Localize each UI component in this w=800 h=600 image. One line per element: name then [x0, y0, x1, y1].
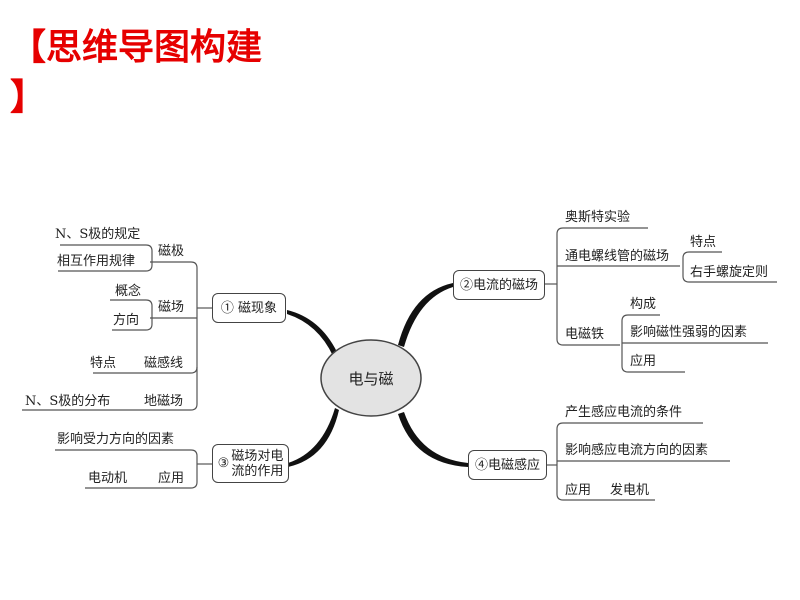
field-direction: 方向	[113, 313, 140, 328]
oersted-experiment: 奥斯特实验	[565, 210, 631, 225]
pole-rule: N、S极的规定	[55, 227, 141, 242]
connector-branch1	[287, 310, 337, 356]
field-lines-feature: 特点	[90, 356, 117, 371]
branch3-node: ③ 磁场对电流的作用	[212, 444, 289, 483]
center-node: 电与磁	[348, 369, 394, 388]
slide-title-line1: 【思维导图构建	[10, 27, 263, 68]
magnetic-pole-label: 磁极	[158, 244, 185, 259]
branch3-label-line1: 磁场对电	[231, 448, 284, 464]
branch2-node: ②电流的磁场	[453, 270, 545, 300]
connector-branch3	[288, 408, 339, 467]
force-direction-factors: 影响受力方向的因素	[57, 432, 175, 447]
induction-conditions: 产生感应电流的条件	[565, 405, 683, 420]
generator: 发电机	[610, 483, 650, 498]
branch3-application: 应用	[158, 471, 185, 486]
pole-interaction: 相互作用规律	[57, 254, 136, 269]
earth-poles: N、S极的分布	[25, 394, 111, 409]
branch1-node: ① 磁现象	[212, 293, 286, 323]
field-concept: 概念	[115, 284, 142, 299]
center-node-shape	[320, 339, 422, 417]
connector-branch4	[398, 412, 468, 467]
solenoid-feature: 特点	[690, 235, 717, 250]
magnetic-field-label: 磁场	[158, 300, 185, 315]
earth-field-label: 地磁场	[144, 394, 184, 409]
branch4-application: 应用	[565, 483, 592, 498]
right-hand-rule: 右手螺旋定则	[690, 265, 769, 280]
branch3-number: ③	[217, 456, 230, 471]
electromagnet-structure: 构成	[630, 297, 657, 312]
solenoid-field: 通电螺线管的磁场	[565, 249, 670, 264]
electromagnet-application: 应用	[630, 354, 657, 369]
field-lines-label: 磁感线	[144, 356, 184, 371]
branch4-node: ④电磁感应	[468, 450, 547, 480]
electromagnet-strength-factors: 影响磁性强弱的因素	[630, 325, 748, 340]
branch3-label-line2: 流的作用	[231, 463, 284, 479]
motor: 电动机	[88, 471, 128, 486]
connector-branch2	[398, 283, 453, 347]
electromagnet: 电磁铁	[565, 327, 605, 342]
slide-title-line2: 】	[10, 77, 47, 118]
induction-direction-factors: 影响感应电流方向的因素	[565, 443, 709, 458]
